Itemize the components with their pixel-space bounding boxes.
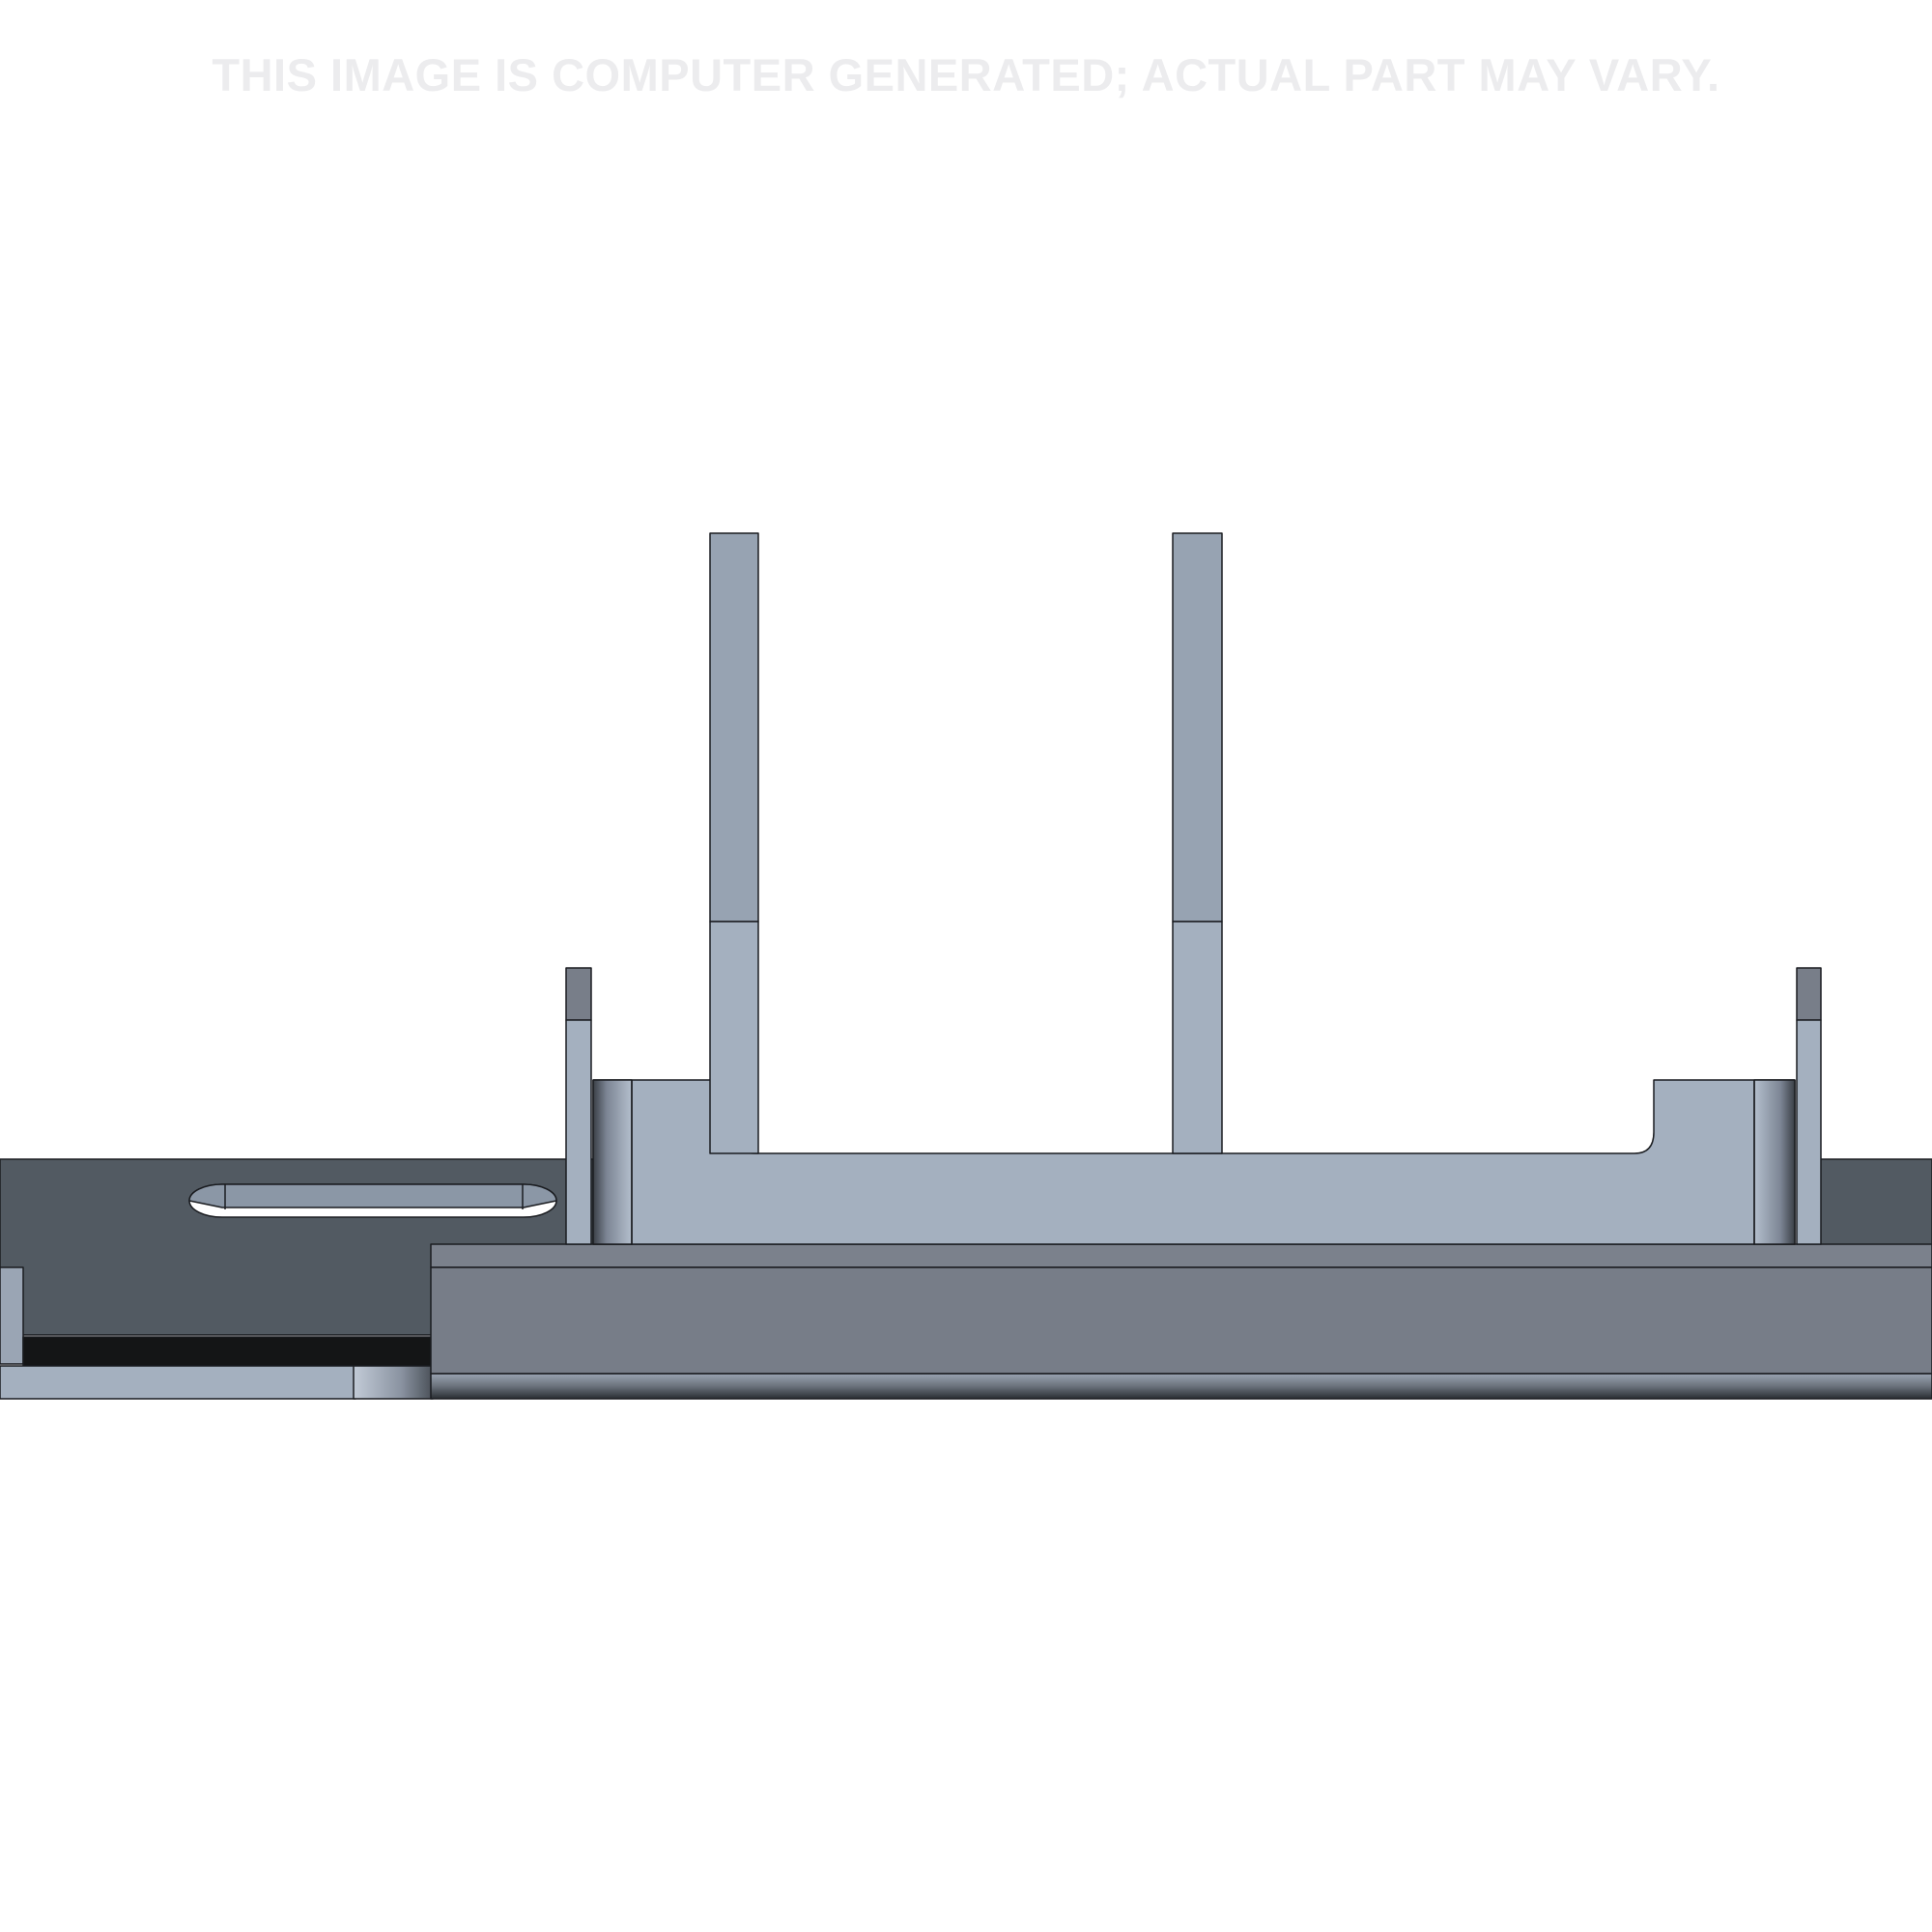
- bottom-light-strip: [0, 1365, 356, 1400]
- base-block-bottom: [430, 1373, 1932, 1400]
- right-pin-cap: [1796, 967, 1822, 1021]
- right-post-lower: [1172, 921, 1223, 1154]
- right-pin-shaft: [1796, 1019, 1822, 1245]
- left-boss: [592, 1079, 633, 1245]
- left-pin-shaft: [565, 1019, 592, 1245]
- bottom-strip-round: [353, 1365, 434, 1400]
- right-dark-plate: [1815, 1158, 1932, 1247]
- plate-slot-wall: [188, 1183, 557, 1208]
- disclaimer-text: THIS IMAGE IS COMPUTER GENERATED; ACTUAL…: [212, 49, 1720, 100]
- right-boss: [1753, 1079, 1796, 1245]
- right-post-upper: [1172, 532, 1223, 923]
- black-gap: [22, 1336, 434, 1369]
- base-block-top: [430, 1243, 1932, 1268]
- left-post-upper: [709, 532, 759, 923]
- base-block-face: [430, 1266, 1932, 1375]
- left-pin-cap: [565, 967, 592, 1021]
- left-post-lower: [709, 921, 759, 1154]
- left-end-tab: [0, 1266, 24, 1365]
